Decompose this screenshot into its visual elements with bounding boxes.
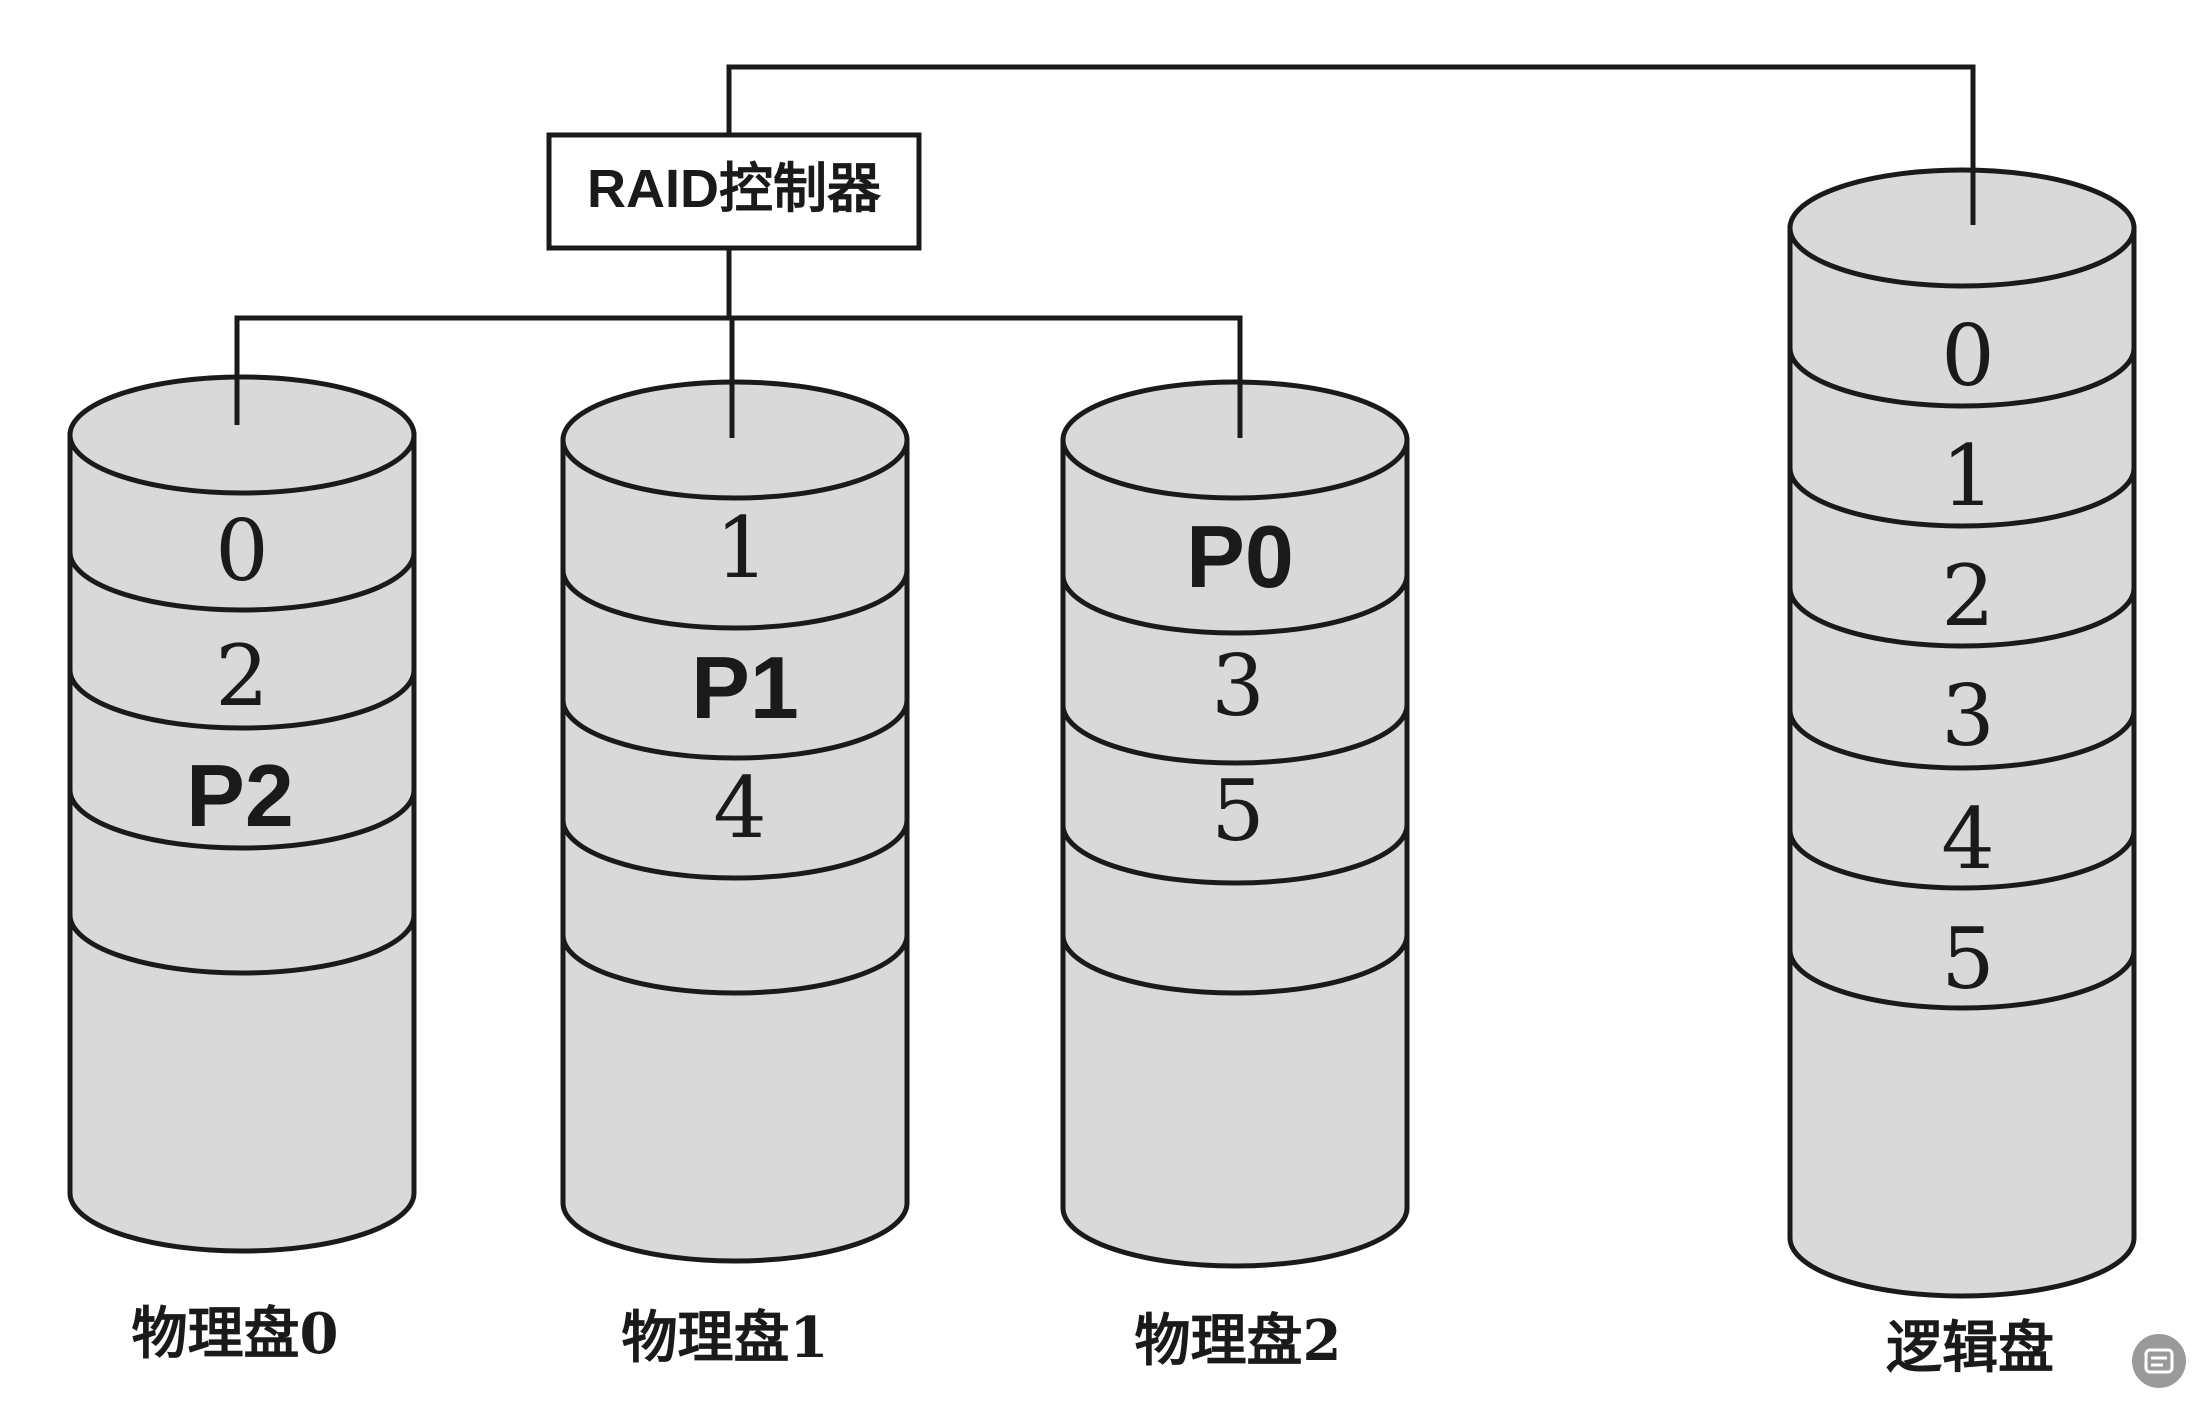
disk-0-stripe-line xyxy=(67,789,417,851)
disk-2-body xyxy=(1060,437,1410,1269)
disk-0-top xyxy=(67,374,417,496)
disk-1-block-1: P1 xyxy=(691,638,799,737)
logical-disk-stripe-line xyxy=(1787,829,2137,891)
disk-0-block-2: P2 xyxy=(186,746,294,845)
logical-disk-stripe-line xyxy=(1787,347,2137,409)
disk-2-stripe-line xyxy=(1060,574,1410,636)
disk-2-stripe-line xyxy=(1060,704,1410,766)
disk-1-stripe-line xyxy=(560,569,910,631)
disk-1-block-0: 1 xyxy=(715,499,768,597)
disk-0-stripe-line xyxy=(67,669,417,731)
disk-0-body xyxy=(67,432,417,1254)
raid-controller-box xyxy=(546,132,922,251)
disk-2-stripe-line xyxy=(1060,934,1410,996)
logical-disk-stripe-line xyxy=(1787,709,2137,771)
raid-controller: RAID控制器 xyxy=(546,132,922,251)
physical-disk-2: P0 3 5 物理盘2 xyxy=(1060,379,1410,1374)
connection-wires xyxy=(234,64,1976,438)
disk-1-caption: 物理盘1 xyxy=(622,1305,829,1371)
disk-1-stripe-line xyxy=(560,699,910,761)
disk-2-top xyxy=(1060,379,1410,501)
disk-1-stripe-line xyxy=(560,934,910,996)
logical-disk-caption: 逻辑盘 xyxy=(1886,1315,2054,1381)
disk-1-body xyxy=(560,437,910,1264)
disk-0-caption: 物理盘0 xyxy=(132,1301,339,1367)
logical-disk-block-5: 5 xyxy=(1941,910,1994,1008)
physical-disk-1: 1 P1 4 物理盘1 xyxy=(560,379,910,1371)
disk-0-block-1: 2 xyxy=(215,627,268,725)
disk-0-block-0: 0 xyxy=(215,502,268,600)
raid-controller-label: RAID控制器 xyxy=(587,159,882,219)
disk-2-block-1: 3 xyxy=(1211,637,1264,735)
logical-disk-block-3: 3 xyxy=(1941,667,1994,765)
disk-1-stripe-line xyxy=(560,819,910,881)
corner-badge-icon xyxy=(2132,1334,2186,1388)
disk-1-top xyxy=(560,379,910,501)
physical-disk-0: 0 2 P2 物理盘0 xyxy=(67,374,417,1367)
disk-0-stripe-line xyxy=(67,914,417,976)
logical-disk-stripe-line xyxy=(1787,467,2137,529)
disk-0-stripe-line xyxy=(67,551,417,613)
disk-2-block-2: 5 xyxy=(1211,762,1264,860)
logical-disk-top xyxy=(1787,167,2137,289)
disk-2-stripe-line xyxy=(1060,824,1410,886)
logical-disk-body xyxy=(1787,225,2137,1299)
disk-2-caption: 物理盘2 xyxy=(1135,1308,1342,1374)
logical-disk-block-4: 4 xyxy=(1941,790,1994,888)
logical-disk-block-2: 2 xyxy=(1941,547,1994,645)
logical-disk-block-0: 0 xyxy=(1941,307,1994,405)
disk-1-block-2: 4 xyxy=(713,759,766,857)
logical-disk: 0 1 2 3 4 5 逻辑盘 xyxy=(1787,167,2137,1381)
logical-disk-stripe-line xyxy=(1787,949,2137,1011)
logical-disk-stripe-line xyxy=(1787,587,2137,649)
logical-disk-block-1: 1 xyxy=(1941,427,1994,525)
disk-2-block-0: P0 xyxy=(1186,507,1294,606)
